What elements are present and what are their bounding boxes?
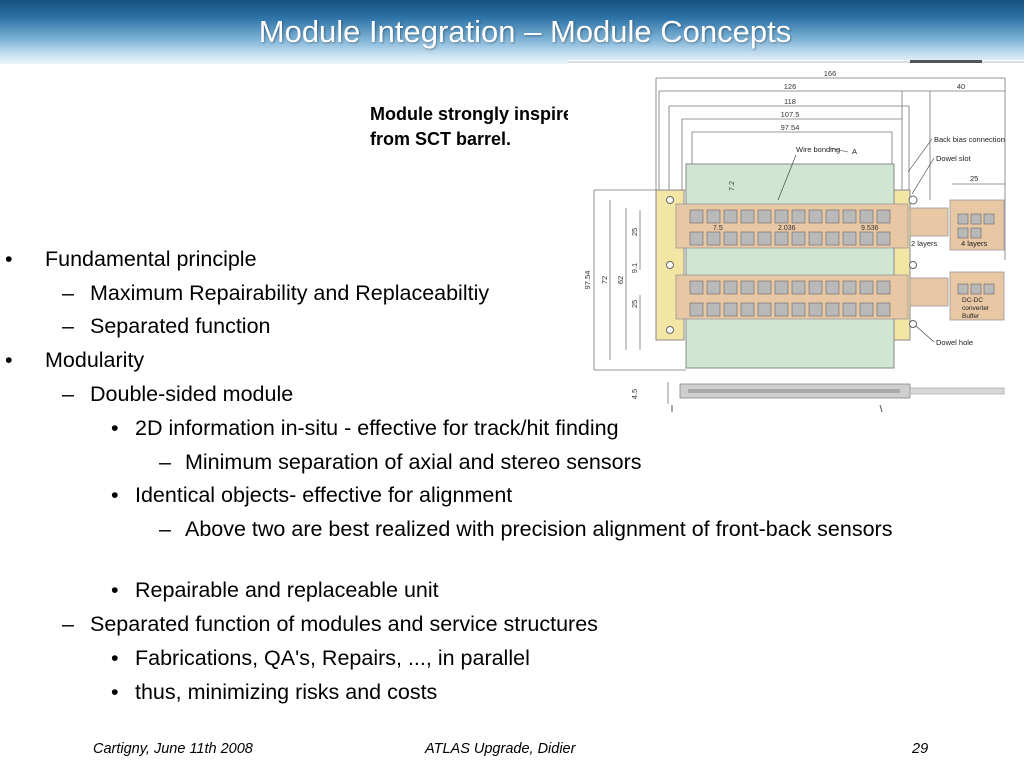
module-note: Module strongly inspired from SCT barrel…	[370, 102, 584, 152]
bullet-marker: –	[62, 612, 74, 636]
dim-7-5: 7.5	[713, 225, 723, 232]
bullet-marker: •	[111, 680, 119, 704]
footer-date: Cartigny, June 11th 2008	[93, 741, 253, 757]
bullet-marker: •	[111, 578, 119, 602]
bullet-text: 2D information in-situ - effective for t…	[135, 416, 619, 440]
bullet-marker: •	[5, 348, 13, 372]
bullet-marker: •	[111, 646, 119, 670]
bullet-text: Maximum Repairability and Replaceabiltiy	[90, 281, 490, 305]
bullet-item-level-4: –Above two are best realized with precis…	[159, 515, 905, 543]
dim-118: 118	[784, 97, 796, 106]
bullet-text: Identical objects- effective for alignme…	[135, 483, 513, 507]
dim-9-536: 9.536	[861, 225, 879, 232]
bullet-item-level-2: –Separated function	[62, 312, 271, 340]
dim-97-54: 97.54	[781, 123, 800, 132]
label-dcdc-3: Buffer	[962, 313, 980, 320]
bullet-item-level-3: • Fabrications, QA's, Repairs, ..., in pa…	[111, 644, 530, 672]
label-wire-bonding: Wire bonding	[796, 145, 840, 154]
bullet-marker: –	[62, 382, 74, 406]
module-drawing: 166 126 40 118 107.5 97.54 97.54 72 62 2…	[568, 60, 1024, 420]
label-dcdc-2: converter	[962, 305, 990, 312]
label-dcdc-1: DC-DC	[962, 297, 983, 304]
bullet-marker: •	[111, 483, 119, 507]
dim-left-4-5: 4.5	[630, 389, 639, 399]
bullet-text: Separated function	[90, 314, 271, 338]
bullet-item-level-3: • Identical objects- effective for alignm…	[111, 481, 513, 509]
label-4-layers: 4 layers	[961, 239, 988, 248]
label-2-layers: 2 layers	[911, 239, 938, 248]
label-dowel-hole: Dowel hole	[936, 338, 973, 347]
bullet-item-level-1: • Modularity	[5, 346, 145, 374]
dim-left-25a: 25	[630, 228, 639, 236]
bullet-marker: •	[111, 416, 119, 440]
bullet-item-level-4: –Minimum separation of axial and stereo …	[159, 448, 642, 476]
bullet-item-level-3: • thus, minimizing risks and costs	[111, 678, 438, 706]
label-dim-25: 25	[970, 174, 978, 183]
bullet-item-level-2: –Maximum Repairability and Replaceabilti…	[62, 279, 490, 307]
dim-166: 166	[824, 69, 837, 78]
bullet-text: Fabrications, QA's, Repairs, ..., in par…	[135, 646, 530, 670]
module-note-line-2: from SCT barrel.	[370, 129, 512, 149]
bullet-marker: –	[62, 314, 74, 338]
bullet-text: Separated function of modules and servic…	[90, 612, 598, 636]
bullet-text: Fundamental principle	[45, 247, 257, 271]
bullet-text: Above two are best realized with precisi…	[185, 517, 893, 541]
bullet-marker: –	[159, 517, 171, 541]
bullet-text: thus, minimizing risks and costs	[135, 680, 438, 704]
bullet-item-level-2: –Separated function of modules and servi…	[62, 610, 598, 638]
bullet-item-level-1: • Fundamental principle	[5, 245, 257, 273]
bullet-marker: –	[159, 450, 171, 474]
bullet-item-level-3: • 2D information in-situ - effective for …	[111, 414, 619, 442]
footer-presenter: ATLAS Upgrade, Didier	[425, 741, 576, 757]
dim-126: 126	[784, 82, 797, 91]
dim-7-2: 7.2	[729, 181, 736, 191]
dim-left-62: 62	[616, 276, 625, 284]
dim-107-5: 107.5	[781, 110, 800, 119]
label-a-marker: A	[852, 147, 857, 156]
dim-left-25b: 25	[630, 300, 639, 308]
bullet-marker: –	[62, 281, 74, 305]
label-back-bias: Back bias connection	[934, 135, 1005, 144]
bullet-text: Repairable and replaceable unit	[135, 578, 439, 602]
dim-left-72: 72	[600, 276, 609, 284]
bullet-text: Modularity	[45, 348, 145, 372]
bullet-item-level-2: –Double-sided module	[62, 380, 294, 408]
bullet-marker: •	[5, 247, 13, 271]
footer-page-number: 29	[912, 741, 929, 757]
dim-left-9-1: 9.1	[630, 263, 639, 273]
dim-40: 40	[957, 82, 965, 91]
module-note-line-1: Module strongly inspired	[370, 104, 585, 124]
bullet-text: Minimum separation of axial and stereo s…	[185, 450, 642, 474]
dim-2-036: 2.036	[778, 225, 796, 232]
title-bar: Module Integration – Module Concepts	[0, 0, 1024, 64]
bullet-item-level-3: • Repairable and replaceable unit	[111, 576, 439, 604]
bullet-text: Double-sided module	[90, 382, 294, 406]
slide-title: Module Integration – Module Concepts	[258, 14, 792, 49]
label-dowel-slot: Dowel slot	[936, 154, 972, 163]
dim-left-97-54: 97.54	[583, 271, 592, 290]
